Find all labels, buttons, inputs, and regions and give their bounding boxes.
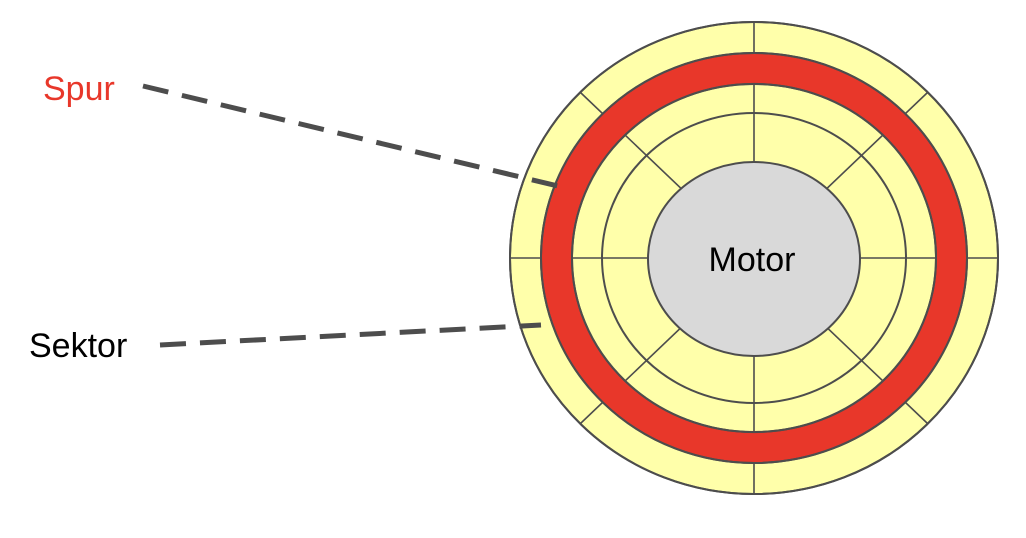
- inner-track-edge: [601, 112, 907, 404]
- track-outer-edge: [540, 52, 968, 464]
- track-inner-edge: [571, 83, 937, 433]
- sector-label: Sektor: [29, 327, 127, 365]
- sector-pointer-line: [159, 322, 542, 348]
- platter: [509, 21, 999, 495]
- track-label: Spur: [43, 70, 115, 108]
- motor-label: Motor: [709, 241, 796, 279]
- motor-hub: [647, 161, 861, 357]
- outer-edge: [509, 21, 999, 495]
- track-pointer-line: [142, 83, 567, 191]
